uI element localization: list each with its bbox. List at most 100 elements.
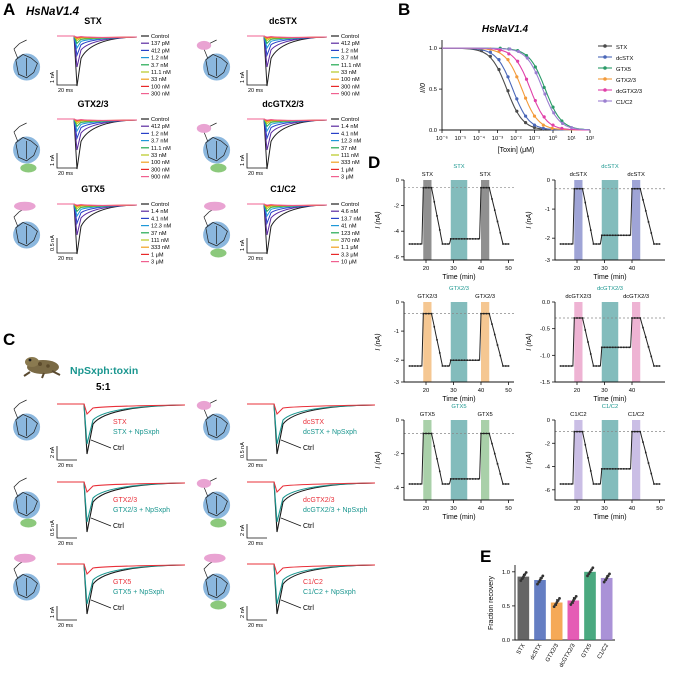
timecourse-point — [617, 468, 620, 470]
time-scale: 20 ms — [58, 463, 73, 469]
timecourse-point — [573, 317, 576, 319]
data-point — [533, 98, 537, 103]
toxin-trace — [247, 563, 376, 576]
legend-conc: 100 nM — [151, 160, 170, 166]
y-tick-label: 0.0 — [502, 638, 510, 644]
timecourse-point — [628, 346, 631, 349]
legend-conc: 1 μM — [151, 252, 164, 258]
timecourse-point — [636, 317, 639, 319]
timecourse-point — [562, 483, 565, 485]
scale-bar — [56, 70, 77, 86]
legend-conc: 3.7 nM — [151, 63, 168, 69]
legend-conc: 41 nM — [341, 224, 357, 230]
timecourse-point — [502, 365, 504, 367]
timecourse-point — [620, 234, 622, 237]
timecourse-point — [422, 432, 425, 435]
timecourse-point — [631, 187, 633, 190]
timecourse-point — [595, 483, 598, 485]
current-trace — [57, 35, 138, 87]
current-trace — [247, 118, 328, 151]
data-point — [560, 121, 565, 126]
current-trace — [57, 203, 138, 236]
current-trace — [247, 203, 328, 206]
application-band — [450, 420, 468, 500]
x-tick-label: 30 — [601, 388, 607, 394]
legend-conc: 300 nM — [151, 92, 170, 98]
legend-marker — [603, 99, 607, 103]
timecourse-point — [485, 312, 488, 315]
data-point — [533, 65, 537, 69]
amplitude-scale: 1 nA — [50, 606, 56, 618]
individual-point — [541, 574, 545, 578]
timecourse-point — [587, 215, 589, 218]
rescue-label: GTX5 + NpSxph — [113, 589, 164, 596]
timecourse-point — [480, 312, 482, 315]
data-point — [516, 49, 521, 54]
timecourse-point — [471, 478, 474, 480]
y-tick-label: 0.0 — [429, 128, 437, 134]
bar — [584, 571, 596, 640]
timecourse-point — [425, 432, 427, 435]
legend-conc: 3.3 μM — [341, 252, 359, 258]
timecourse-point — [642, 326, 644, 329]
ho-modification — [196, 400, 212, 410]
data-point — [488, 54, 492, 58]
ring-bonds — [15, 136, 38, 162]
timecourse-point — [482, 312, 485, 315]
y-axis-label: I (nA) — [375, 451, 382, 468]
individual-point — [569, 603, 573, 606]
timecourse-point — [573, 187, 576, 190]
timecourse-point — [642, 198, 644, 201]
timecourse-point — [436, 215, 438, 217]
time-scale: 20 ms — [58, 256, 73, 262]
application-band — [450, 302, 468, 382]
toxin-label: C1/C2 — [303, 579, 323, 586]
timecourse-point — [609, 346, 611, 349]
chart-title: HsNaV1.4 — [482, 24, 529, 35]
timecourse-point — [485, 186, 488, 189]
timecourse-point — [438, 470, 441, 473]
toxin-trace — [247, 481, 376, 494]
timecourse-point — [455, 238, 458, 240]
x-tick-label: 50 — [505, 266, 511, 272]
ctrl-pointer — [280, 599, 302, 609]
toxin-band-label: STX — [422, 172, 433, 178]
y-tick-label: -1.0 — [540, 353, 550, 359]
timecourse-point — [633, 187, 636, 190]
timecourse-point — [647, 462, 650, 464]
application-band — [574, 420, 583, 500]
timecourse-point — [589, 353, 592, 355]
ring-bonds — [205, 573, 228, 599]
timecourse-point — [567, 483, 570, 485]
timecourse-point — [559, 483, 562, 485]
carbamoyl-bond — [13, 399, 27, 419]
timecourse-point — [452, 359, 455, 361]
panel-c-label: C — [3, 330, 15, 349]
y-axis-label: I (nA) — [526, 451, 533, 468]
timecourse-point — [587, 341, 589, 343]
application-band — [481, 180, 490, 260]
panel-a-title: HsNaV1.4 — [26, 6, 80, 18]
timecourse-point — [622, 234, 625, 237]
timecourse-point — [614, 234, 617, 237]
x-tick-label: 10⁰ — [549, 135, 558, 142]
fit-curve — [442, 47, 591, 131]
timecourse-point — [499, 354, 502, 357]
timecourse-point — [581, 317, 584, 319]
application-band — [423, 302, 432, 382]
legend-conc: 12.3 nM — [151, 224, 172, 230]
timecourse-point — [496, 220, 499, 223]
amplitude-scale: 1 nA — [240, 71, 246, 83]
legend-conc: 1.2 nM — [341, 48, 358, 54]
timecourse-point — [578, 187, 581, 190]
trace-title: C1/C2 — [270, 184, 296, 194]
legend-conc: 11.1 nM — [341, 63, 361, 69]
y-tick-label: 1.0 — [502, 570, 510, 576]
timecourse-point — [628, 234, 631, 237]
timecourse-point — [455, 359, 458, 361]
